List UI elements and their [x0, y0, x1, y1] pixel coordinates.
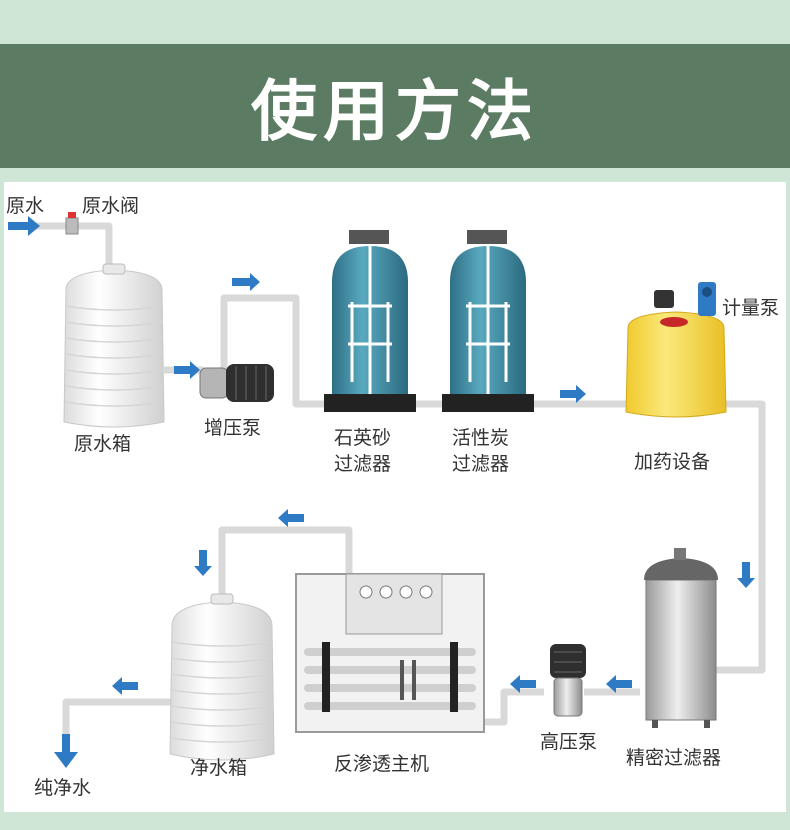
arrow-to-precision-down: [737, 562, 755, 588]
booster-pump-head: [199, 367, 229, 399]
sand-filter-top-valve: [349, 230, 389, 244]
labels: 原水 原水阀 原水箱 增压泵 石英砂 过滤器 活性炭 过滤器 计量泵 加药设备 …: [6, 195, 779, 799]
clean-tank-body: [169, 601, 275, 761]
arrow-ro-out-left: [278, 509, 304, 527]
label-carbon-line1: 活性炭: [452, 427, 509, 449]
label-raw-water-tank: 原水箱: [74, 433, 131, 455]
pipe-hp-pump-to-ro: [484, 688, 544, 726]
arrow-inlet-right: [8, 216, 40, 236]
pipe-clean-tank-out: [62, 698, 172, 742]
metering-pump-head: [702, 287, 712, 297]
precision-filter-body: [645, 579, 717, 721]
flow-arrows: [8, 216, 755, 768]
hp-pump-body: [553, 677, 583, 717]
clean-tank-lid: [210, 593, 234, 605]
label-quartz-sand-line1: 石英砂: [334, 427, 391, 449]
booster-pump-motor: [226, 364, 274, 402]
precision-filter-top: [674, 548, 686, 560]
ro-membranes: [304, 648, 476, 710]
label-high-pressure-pump: 高压泵: [540, 731, 597, 753]
process-diagram-panel: 原水 原水阀 原水箱 增压泵 石英砂 过滤器 活性炭 过滤器 计量泵 加药设备 …: [4, 182, 786, 812]
arrow-to-hp-pump-left: [606, 675, 632, 693]
dosing-equipment: [625, 282, 727, 418]
ro-main-unit: [295, 573, 485, 733]
arrow-clean-out-left: [112, 677, 138, 695]
valve-handle: [68, 212, 76, 218]
label-raw-water: 原水: [6, 195, 44, 217]
process-flow-diagram: 原水 原水阀 原水箱 增压泵 石英砂 过滤器 活性炭 过滤器 计量泵 加药设备 …: [6, 195, 779, 799]
raw-tank-lid: [102, 263, 126, 275]
pipe-ro-to-clean-tank: [218, 526, 353, 602]
arrow-to-dosing-right: [560, 385, 586, 403]
precision-filter: [644, 548, 718, 728]
label-raw-water-valve: 原水阀: [82, 195, 139, 217]
metering-controller: [654, 290, 674, 308]
arrow-pure-water-down: [54, 734, 78, 768]
booster-pump: [199, 364, 274, 402]
label-quartz-sand-line2: 过滤器: [334, 453, 391, 475]
pipes: [34, 222, 766, 742]
sand-filter-base: [324, 394, 416, 412]
label-booster-pump: 增压泵: [204, 417, 261, 439]
carbon-filter-base: [442, 394, 534, 412]
label-metering-pump: 计量泵: [722, 297, 779, 319]
pipe-dosing-to-precision: [716, 400, 766, 674]
dosing-tank-cap: [660, 317, 688, 327]
hp-pump-motor: [550, 644, 586, 678]
raw-water-tank: [63, 263, 165, 428]
precision-filter-cap: [644, 558, 718, 580]
carbon-filter-top-valve: [467, 230, 507, 244]
label-precision-filter: 精密过滤器: [626, 747, 721, 769]
clean-water-tank: [169, 593, 275, 761]
quartz-sand-filter: [324, 230, 416, 412]
page-title: 使用方法: [251, 73, 539, 150]
valve-body: [65, 217, 79, 235]
arrow-to-ro-left: [510, 675, 536, 693]
label-dosing-equipment: 加药设备: [634, 451, 710, 473]
top-strip: [0, 0, 790, 44]
high-pressure-pump: [550, 644, 586, 717]
label-ro-unit: 反渗透主机: [334, 753, 429, 775]
dosing-tank: [625, 311, 727, 418]
activated-carbon-filter: [442, 230, 534, 412]
label-clean-water-tank: 净水箱: [190, 757, 247, 779]
label-carbon-line2: 过滤器: [452, 453, 509, 475]
arrow-to-sand-filter-right: [232, 273, 260, 291]
arrow-to-clean-tank-down: [194, 550, 212, 576]
header-banner: 使用方法: [0, 44, 790, 168]
arrow-to-pump-right: [174, 361, 200, 379]
raw-water-valve: [65, 212, 79, 235]
ro-control-panel: [345, 573, 443, 635]
pipe-pump-to-sand-filter: [220, 294, 326, 408]
pipe-inlet: [34, 222, 113, 270]
label-pure-water: 纯净水: [34, 777, 91, 799]
